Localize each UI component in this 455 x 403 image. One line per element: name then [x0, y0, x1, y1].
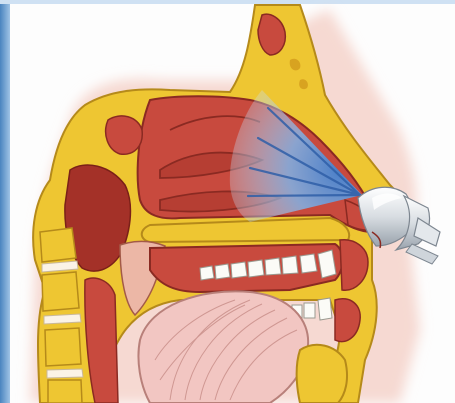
upper-tooth-7: [300, 254, 317, 273]
upper-tooth-6: [282, 256, 298, 274]
upper-tooth-3: [231, 262, 247, 278]
vertebra-2: [42, 272, 79, 311]
upper-tooth-5: [265, 258, 281, 275]
sphenoid-sinus: [106, 116, 143, 154]
lower-incisor: [318, 298, 332, 320]
vertebra-4: [48, 380, 82, 403]
vertebra-3: [45, 328, 81, 366]
spray-jet-4: [248, 195, 360, 196]
upper-tooth-1: [200, 266, 214, 280]
mandible: [297, 345, 347, 403]
frame-top-strip: [0, 0, 455, 4]
disc-3: [47, 369, 83, 378]
upper-tooth-2: [215, 264, 230, 279]
disc-2: [44, 314, 81, 324]
vertebra-1: [40, 228, 76, 262]
upper-tooth-4: [248, 260, 264, 277]
frame-left-strip: [0, 0, 10, 403]
lower-tooth-2: [304, 303, 315, 318]
